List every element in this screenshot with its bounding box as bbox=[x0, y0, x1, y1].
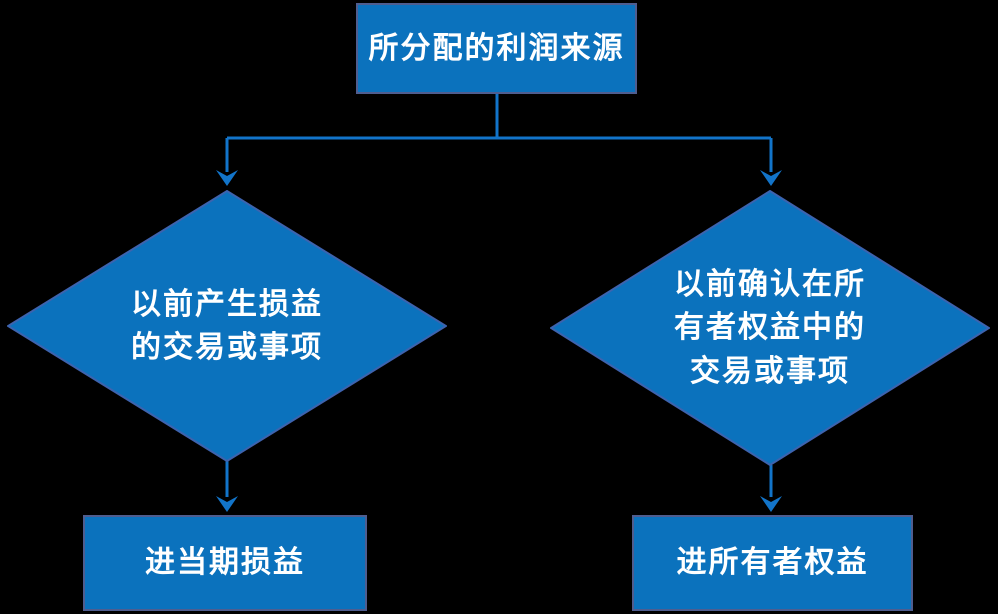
node-profit-source-label: 所分配的利润来源 bbox=[368, 30, 625, 66]
arrowhead-to-left-box bbox=[216, 496, 238, 512]
node-outcome-owner-equity-label: 进所有者权益 bbox=[676, 545, 869, 581]
arrowhead-to-left-diamond bbox=[216, 170, 238, 186]
node-condition-owner-equity-label: 以前确认在所 有者权益中的 交易或事项 bbox=[674, 266, 866, 389]
node-outcome-current-profit-loss: 进当期损益 bbox=[83, 515, 367, 611]
diamond-shape-right bbox=[550, 190, 990, 466]
arrowhead-to-right-diamond bbox=[760, 170, 782, 186]
arrowhead-to-right-box bbox=[760, 496, 782, 512]
node-condition-prior-profit-loss: 以前产生损益 的交易或事项 bbox=[7, 190, 447, 462]
node-outcome-owner-equity: 进所有者权益 bbox=[632, 515, 913, 611]
diamond-shape-left bbox=[7, 190, 447, 462]
node-outcome-current-profit-loss-label: 进当期损益 bbox=[145, 545, 305, 581]
node-profit-source: 所分配的利润来源 bbox=[356, 3, 637, 94]
node-condition-owner-equity: 以前确认在所 有者权益中的 交易或事项 bbox=[550, 190, 990, 466]
node-condition-prior-profit-loss-label: 以前产生损益 的交易或事项 bbox=[131, 286, 323, 366]
